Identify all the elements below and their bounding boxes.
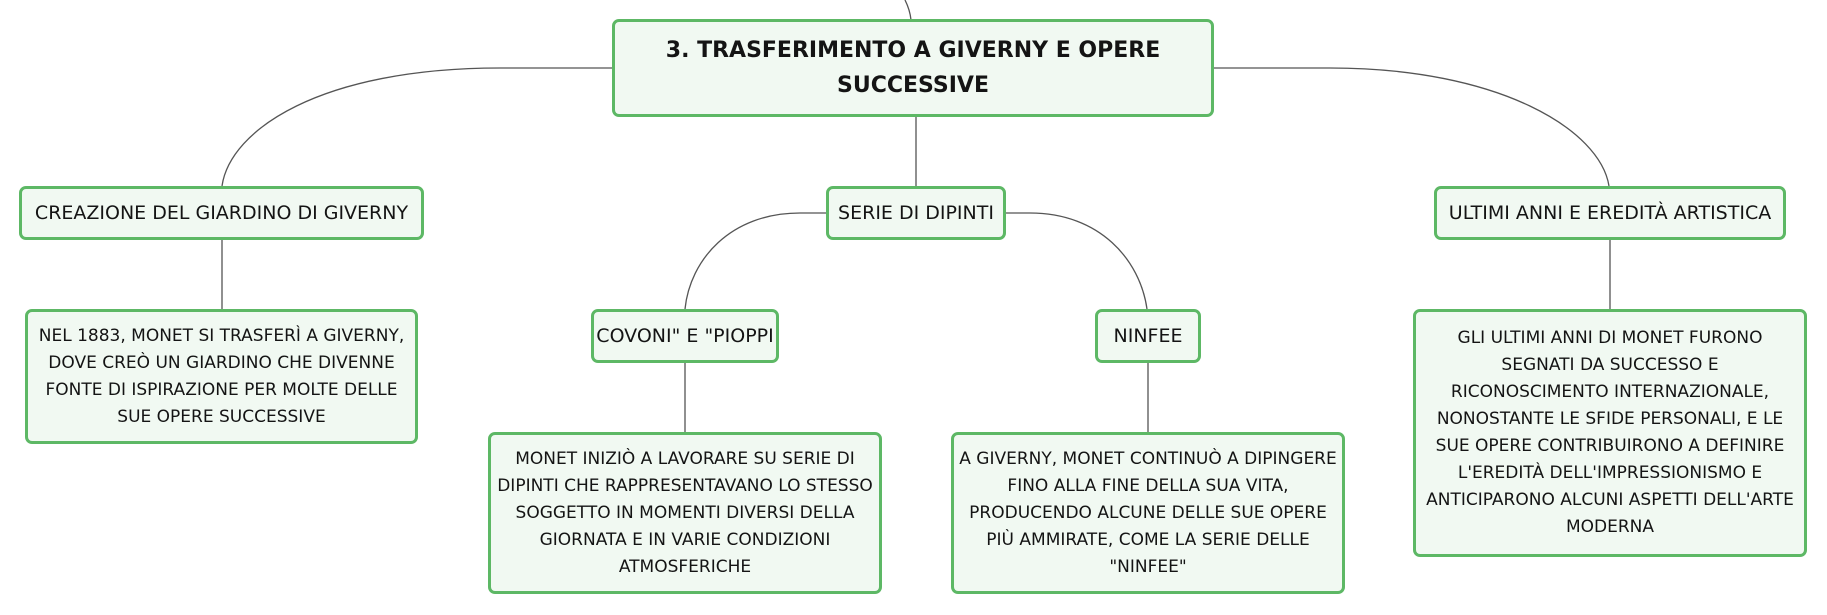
node-giardino-detail[interactable]: NEL 1883, MONET SI TRASFERÌ A GIVERNY, D… xyxy=(25,309,418,444)
node-text: A GIVERNY, MONET CONTINUÒ A DIPINGERE FI… xyxy=(959,448,1337,577)
node-text: MONET INIZIÒ A LAVORARE SU SERIE DI DIPI… xyxy=(497,448,873,577)
node-ultimi-anni[interactable]: ULTIMI ANNI E EREDITÀ ARTISTICA xyxy=(1434,186,1786,240)
connector-serie-to-ninfee xyxy=(1006,212,1148,310)
node-covoni-detail[interactable]: MONET INIZIÒ A LAVORARE SU SERIE DI DIPI… xyxy=(488,432,882,594)
node-label: CREAZIONE DEL GIARDINO DI GIVERNY xyxy=(34,201,409,224)
connector-to-parent xyxy=(904,0,912,21)
connector-root-to-ultimi xyxy=(1214,67,1610,187)
node-ultimi-detail[interactable]: GLI ULTIMI ANNI DI MONET FURONO SEGNATI … xyxy=(1413,309,1807,557)
node-serie-dipinti[interactable]: SERIE DI DIPINTI xyxy=(826,186,1006,240)
node-text: GLI ULTIMI ANNI DI MONET FURONO SEGNATI … xyxy=(1426,328,1794,537)
node-label: COVONI" E "PIOPPI xyxy=(596,324,774,347)
root-title: 3. TRASFERIMENTO A GIVERNY E OPERE SUCCE… xyxy=(665,38,1161,98)
connector-serie-to-covoni xyxy=(684,212,826,310)
connector-root-to-giardino xyxy=(221,67,612,187)
node-label: SERIE DI DIPINTI xyxy=(838,201,994,224)
node-label: ULTIMI ANNI E EREDITÀ ARTISTICA xyxy=(1448,201,1772,224)
node-ninfee[interactable]: NINFEE xyxy=(1095,309,1201,363)
root-node[interactable]: 3. TRASFERIMENTO A GIVERNY E OPERE SUCCE… xyxy=(612,19,1214,117)
node-text: NEL 1883, MONET SI TRASFERÌ A GIVERNY, D… xyxy=(38,325,405,427)
node-ninfee-detail[interactable]: A GIVERNY, MONET CONTINUÒ A DIPINGERE FI… xyxy=(951,432,1345,594)
node-label: NINFEE xyxy=(1113,324,1183,347)
node-covoni-pioppi[interactable]: COVONI" E "PIOPPI xyxy=(591,309,779,363)
node-creazione-giardino[interactable]: CREAZIONE DEL GIARDINO DI GIVERNY xyxy=(19,186,424,240)
